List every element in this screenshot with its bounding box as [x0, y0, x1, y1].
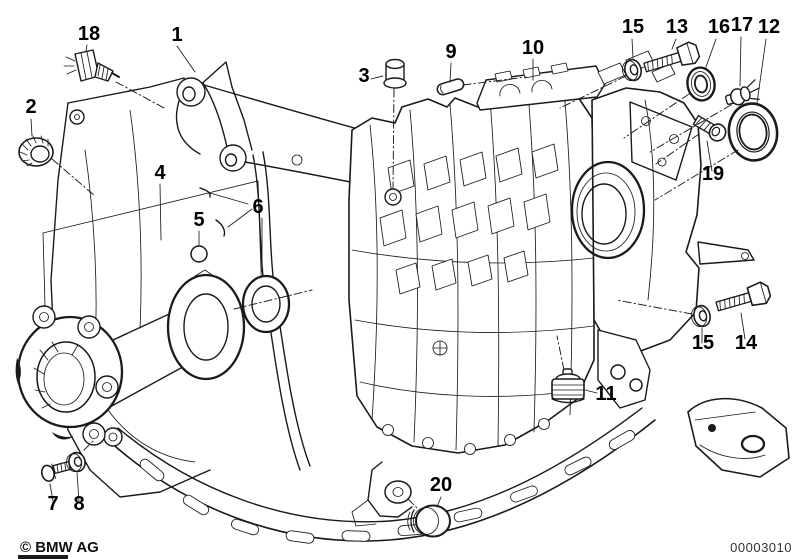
part-11-drain-plug: [551, 368, 585, 404]
center-gear-case: [348, 85, 595, 527]
callout-9[interactable]: 9: [445, 41, 456, 63]
callout-labels: 18 1 2 3 9 10 15 13 16 17 12 19 4 5 6 11…: [25, 14, 780, 515]
callout-15-lower[interactable]: 15: [692, 332, 714, 354]
guide-tube: [99, 269, 246, 409]
callout-8[interactable]: 8: [73, 493, 84, 515]
rear-case: [570, 87, 755, 409]
part-2-plug: [18, 135, 54, 167]
part-3-breather-plug: [383, 58, 407, 89]
callout-5[interactable]: 5: [193, 209, 204, 231]
callout-14[interactable]: 14: [735, 332, 758, 354]
footer: © BMW AG 00003010: [18, 539, 792, 559]
part-15-washer-upper: [621, 58, 642, 82]
bell-housing-rim: [103, 407, 656, 544]
part-15-washer-lower: [691, 304, 711, 328]
part-5-detent-ball: [190, 245, 208, 263]
callout-1[interactable]: 1: [171, 24, 182, 46]
callout-10[interactable]: 10: [522, 37, 544, 59]
footer-edge-mark: [18, 555, 68, 559]
callout-15-upper[interactable]: 15: [622, 16, 644, 38]
part-17-connector: [724, 79, 760, 106]
callout-4[interactable]: 4: [154, 162, 166, 184]
callout-16[interactable]: 16: [708, 16, 730, 38]
copyright-notice: © BMW AG: [20, 539, 99, 556]
callout-17[interactable]: 17: [731, 14, 753, 36]
part-6-clip-features: [199, 187, 226, 237]
part-16-seal-ring: [686, 66, 716, 102]
part-20-cap-plug: [407, 504, 451, 538]
callout-19[interactable]: 19: [702, 163, 724, 185]
input-shaft-seal: [241, 274, 291, 334]
callout-12[interactable]: 12: [758, 16, 780, 38]
rear-mount-bracket: [687, 397, 790, 478]
part-8-washer: [66, 451, 86, 473]
callout-3[interactable]: 3: [358, 65, 369, 87]
callout-7[interactable]: 7: [47, 493, 58, 515]
callout-20[interactable]: 20: [430, 474, 452, 496]
callout-18[interactable]: 18: [78, 23, 100, 45]
callout-11[interactable]: 11: [595, 383, 616, 405]
callout-13[interactable]: 13: [666, 16, 688, 38]
document-number: 00003010: [730, 540, 792, 555]
callout-2[interactable]: 2: [25, 96, 36, 118]
callout-6[interactable]: 6: [252, 196, 263, 218]
output-flange: [15, 305, 124, 446]
part-12-shaft-seal: [727, 102, 779, 162]
part-14-bolt: [715, 281, 772, 312]
leader-lines: [30, 36, 767, 510]
selector-bracket: [476, 50, 676, 111]
part-13-bolt: [643, 41, 701, 73]
bmw-roundel-mark: [432, 340, 448, 356]
part-18-switch: [63, 49, 120, 82]
part-19-bolt: [692, 114, 727, 142]
part-9-dowel-pin: [436, 78, 465, 96]
